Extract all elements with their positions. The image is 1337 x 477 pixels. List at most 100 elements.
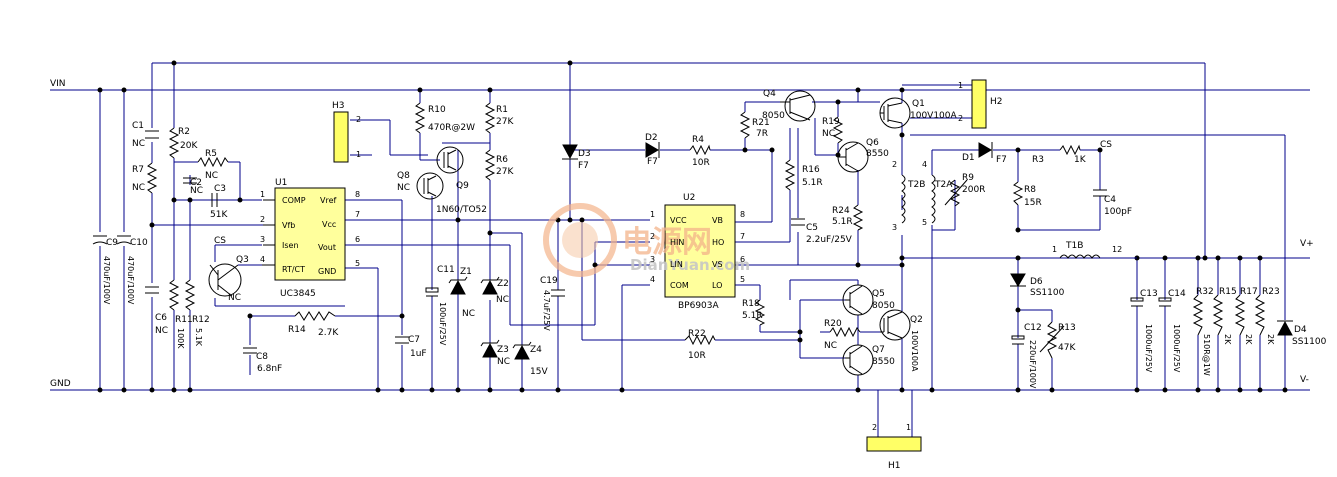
transistors — [208, 90, 911, 376]
labels-q7-text: Q7 — [872, 345, 885, 355]
h1-ref-text: H1 — [888, 461, 901, 471]
labels-c2-text: C2 — [190, 178, 202, 188]
labels-q5-text: Q5 — [872, 289, 885, 299]
labels-r19v-text: NC — [822, 129, 835, 139]
capacitor-c4 — [1093, 189, 1107, 197]
labels-t2p1-text: 2 — [892, 160, 897, 169]
watermark-cn: 电源网 — [622, 225, 712, 260]
labels-r13-text: R13 — [1058, 323, 1076, 333]
h2-ref-text: H2 — [990, 97, 1003, 107]
labels-c9v-text: 470uF/100V — [102, 256, 111, 305]
labels-d4v-text: SS1100 — [1292, 337, 1327, 347]
capacitor-c13 — [1130, 297, 1144, 307]
labels-r4-text: R4 — [692, 135, 704, 145]
labels-r3-text: R3 — [1032, 155, 1044, 165]
labels-t2p3-text: 4 — [922, 160, 927, 169]
labels-d3v-text: F7 — [578, 161, 589, 171]
labels-c6v-text: NC — [155, 326, 168, 336]
labels-c10-text: C10 — [130, 238, 148, 248]
labels-q6-text: Q6 — [866, 138, 879, 148]
h3-pin1-text: 1 — [356, 150, 361, 159]
resistor-r23 — [1254, 294, 1266, 336]
labels-q9v-text: 1N60/TO52 — [436, 205, 487, 215]
capacitor-c7 — [395, 336, 409, 344]
labels-c10v-text: 470uF/100V — [126, 256, 135, 305]
labels-r15-text: R15 — [1219, 287, 1237, 297]
h3-pin2-text: 2 — [356, 115, 361, 124]
capacitor-c8 — [243, 347, 257, 354]
labels-r7-text: R7 — [132, 165, 144, 175]
transistor-q3 — [208, 263, 242, 297]
labels-r15v-text: 2K — [1223, 334, 1232, 345]
net-vplus: V+ — [1300, 239, 1314, 249]
labels-d2v-text: F7 — [647, 157, 658, 167]
labels-r11v-text: 100K — [176, 328, 185, 349]
header-h1 — [866, 436, 922, 452]
labels-r22-text: R22 — [688, 329, 706, 339]
labels-c14v-text: 1000uF/25V — [1172, 324, 1181, 373]
labels-r12v-text: 5.1K — [194, 328, 203, 347]
labels-c4v-text: 100pF — [1104, 207, 1132, 217]
transistor-q7 — [842, 344, 874, 376]
labels-d6-text: D6 — [1030, 277, 1043, 287]
labels-r32-text: R32 — [1196, 287, 1214, 297]
labels-q8v-text: NC — [397, 183, 410, 193]
capacitor-c3 — [211, 193, 218, 207]
net-cs-q3: CS — [214, 236, 226, 246]
resistors — [146, 102, 1266, 359]
capacitor-c2 — [183, 177, 197, 184]
labels-c5-text: C5 — [806, 223, 818, 233]
wires — [50, 62, 1310, 437]
labels-r9v-text: 200R — [962, 185, 985, 195]
labels-r20-text: R20 — [824, 319, 842, 329]
u1-pins-1-num-text: 2 — [260, 215, 265, 224]
labels-c12v-text: 220uF/100V — [1028, 340, 1037, 389]
labels-r21-text: R21 — [752, 118, 770, 128]
u1-pins-4-name-text: Vref — [320, 196, 337, 205]
u1-pins-3-name-text: RT/CT — [282, 265, 305, 274]
labels-t2b-text: T2B — [907, 180, 925, 190]
h2-pin2-text: 2 — [958, 114, 963, 123]
labels-q9-text: Q9 — [456, 181, 469, 191]
resistor-r1 — [484, 102, 496, 134]
u1-pins-2-num-text: 3 — [260, 235, 265, 244]
labels-z1-text: Z1 — [460, 267, 472, 277]
u1-pins-0-name-text: COMP — [282, 196, 306, 205]
labels-z1v-text: NC — [462, 309, 475, 319]
resistor-r4 — [689, 144, 711, 156]
u2-pins-1-num-text: 2 — [650, 232, 655, 241]
labels-q1v-text: 100V100A — [910, 111, 958, 121]
resistor-r16 — [784, 159, 796, 191]
labels-c7v-text: 1uF — [410, 349, 427, 359]
u2-pins-0-name-text: VCC — [670, 216, 687, 225]
zener-z3 — [480, 339, 500, 358]
labels-r10-text: R10 — [428, 105, 446, 115]
labels-c9-text: C9 — [106, 238, 118, 248]
labels-q2-text: Q2 — [910, 315, 923, 325]
resistor-r6 — [484, 149, 496, 181]
watermark-en: DianYuan.com — [630, 256, 750, 274]
labels-r9-text: R9 — [962, 173, 974, 183]
capacitor-c10 — [116, 235, 132, 245]
h1-pin1-text: 1 — [906, 423, 911, 432]
labels-r18-text: R18 — [742, 299, 760, 309]
labels-r18v-text: 5.1R — [742, 311, 763, 321]
capacitor-c6 — [145, 286, 159, 294]
labels-r7v-text: NC — [132, 183, 145, 193]
labels-q2v-text: 100V100A — [910, 330, 919, 372]
ic-u2-body — [664, 204, 736, 298]
u2-pins-1-name-text: HIN — [670, 238, 684, 247]
resistor-r11 — [168, 279, 180, 311]
resistor-r12 — [184, 279, 196, 311]
labels-r16v-text: 5.1R — [802, 178, 823, 188]
labels-r24v-text: 5.1R — [832, 217, 853, 227]
net-labels: VIN GND V+ V- CS CS — [50, 79, 1314, 389]
resistor-r5 — [197, 156, 229, 168]
labels-c11v-text: 100uF/25V — [438, 302, 447, 346]
capacitor-c12 — [1011, 335, 1025, 345]
labels-r8v-text: 15R — [1024, 198, 1042, 208]
